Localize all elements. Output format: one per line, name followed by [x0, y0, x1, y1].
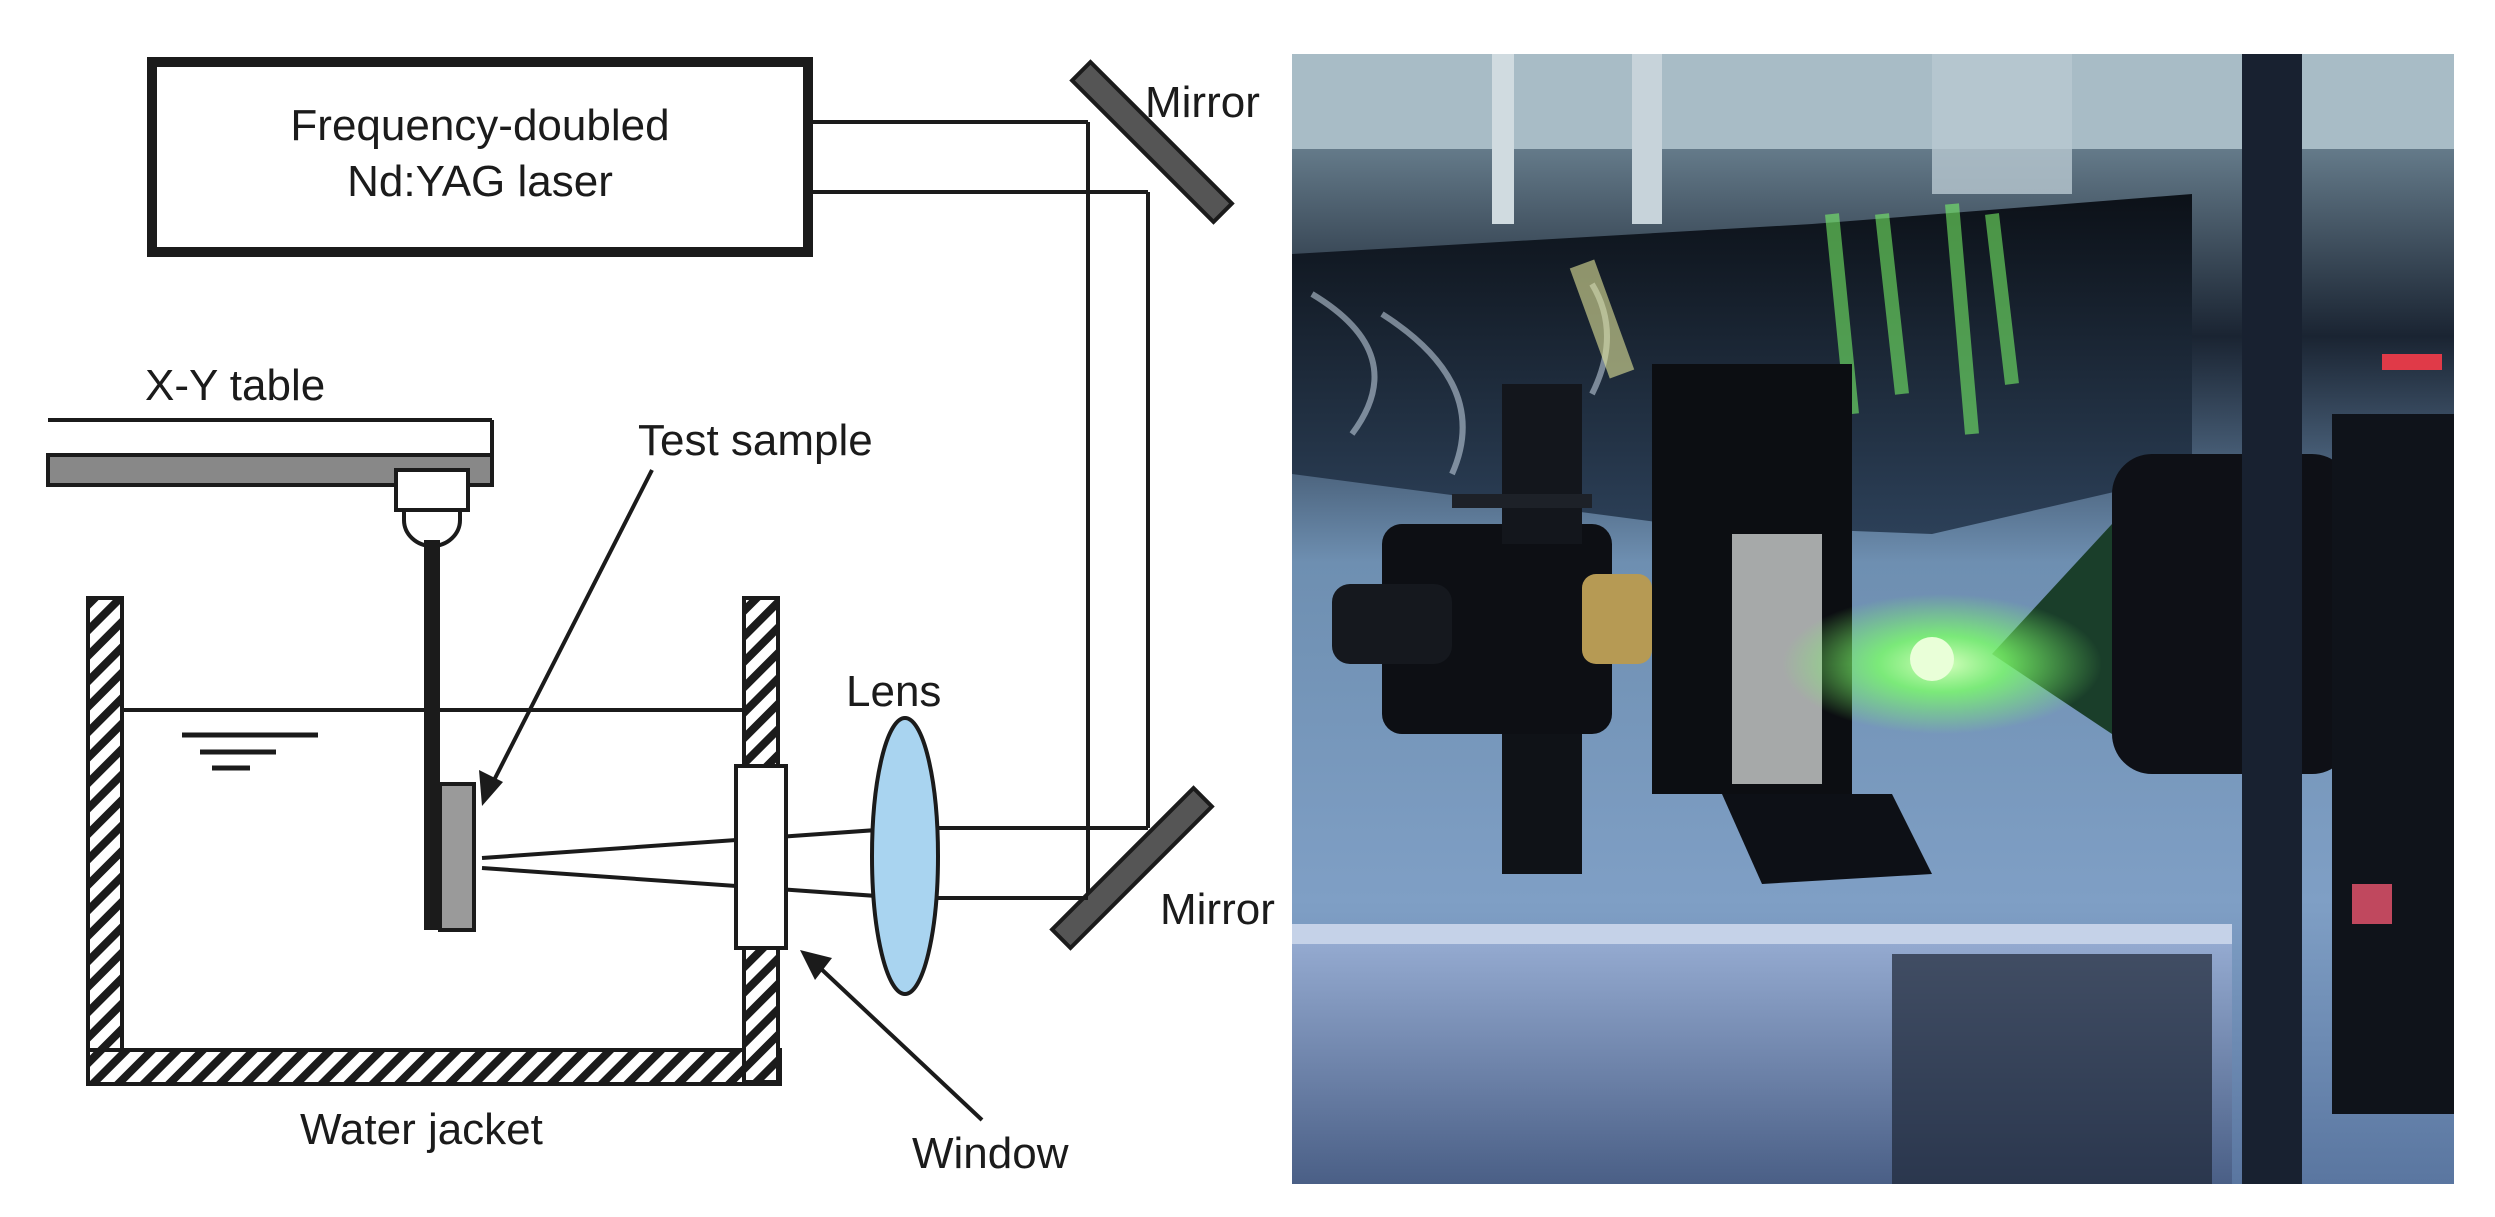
- window-label: Window: [912, 1129, 1069, 1178]
- photo-green-reflections: [1825, 203, 2019, 435]
- photo-bench-edge: [1292, 924, 2232, 944]
- experiment-photo-drawing: [1292, 54, 2454, 1184]
- window-glass: [734, 764, 788, 950]
- test-sample-arrowhead: [479, 770, 503, 806]
- test-sample: [438, 782, 476, 932]
- photo-left-upper-post: [1502, 384, 1582, 544]
- mirror-bottom-label: Mirror: [1160, 885, 1275, 934]
- photo-right-rack: [2332, 414, 2454, 1114]
- lens: [870, 716, 940, 996]
- photo-brass-ring: [1582, 574, 1652, 664]
- schematic-diagram: Frequency-doubled Nd:YAG laser Mirror Mi…: [46, 57, 1275, 1178]
- photo-left-lower-post: [1502, 734, 1582, 874]
- mirror-top-label: Mirror: [1145, 78, 1260, 127]
- photo-right-housing: [2112, 454, 2352, 774]
- photo-red-indicator: [2352, 884, 2392, 924]
- window-pointer: [816, 964, 984, 1122]
- lens-label: Lens: [846, 667, 941, 716]
- jacket-right-wall-upper: [742, 596, 780, 768]
- jacket-floor: [86, 1048, 782, 1086]
- sample-rod: [424, 540, 440, 930]
- jacket-right-wall-lower: [742, 946, 780, 1084]
- experiment-photo: [1292, 54, 2454, 1184]
- holder-block: [394, 468, 470, 512]
- test-sample-pointer: [486, 469, 654, 793]
- beam-converge-1: [481, 826, 906, 860]
- mirror-bottom: [1049, 785, 1215, 951]
- photo-frame-bar-2: [1632, 54, 1662, 224]
- laser-label-line1: Frequency-doubled: [290, 101, 669, 150]
- photo-left-housing: [1382, 524, 1612, 734]
- mirror-top: [1069, 59, 1235, 225]
- photo-red-strip: [2382, 354, 2442, 370]
- photo-frame-bar-1: [1492, 54, 1514, 224]
- photo-mount-base: [1722, 794, 1932, 884]
- photo-frame-bar-3: [1932, 54, 2072, 194]
- photo-knob-bar: [1452, 494, 1592, 508]
- photo-laser-spot: [1910, 637, 1954, 681]
- photo-bench-block: [1892, 954, 2212, 1184]
- window-arrowhead: [800, 950, 832, 980]
- photo-right-pillar: [2242, 54, 2302, 1184]
- photo-left-lens-barrel: [1332, 584, 1452, 664]
- photo-yellow-reflection: [1569, 259, 1635, 379]
- jacket-left-wall: [86, 596, 124, 1084]
- water-jacket-label: Water jacket: [300, 1105, 543, 1154]
- laser-label-line2: Nd:YAG laser: [347, 157, 613, 206]
- beam-converge-2: [481, 866, 906, 900]
- xy-table-label: X-Y table: [145, 361, 325, 410]
- test-sample-label: Test sample: [638, 416, 873, 465]
- laser-box: [147, 57, 813, 257]
